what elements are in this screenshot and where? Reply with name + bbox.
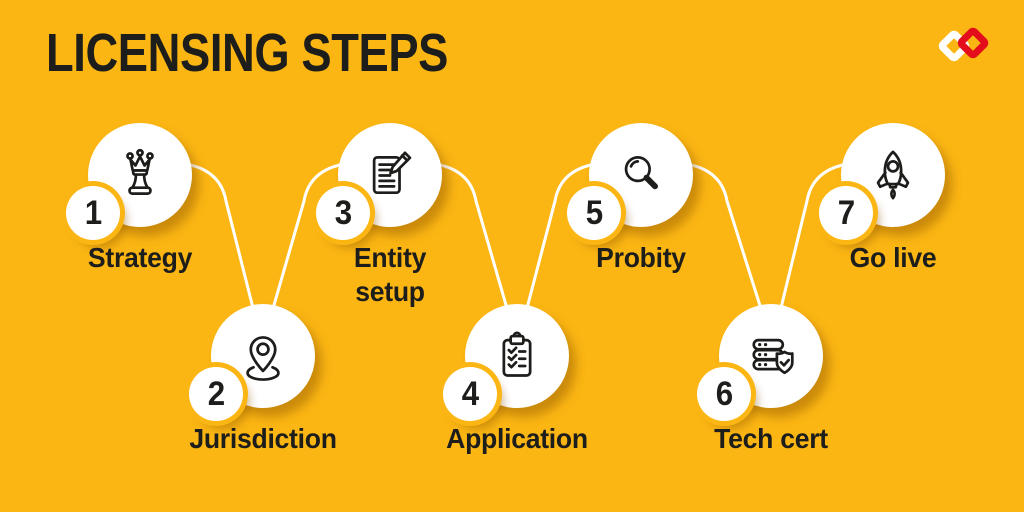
step-label: Strategy bbox=[87, 242, 193, 273]
rocket-icon bbox=[864, 146, 922, 204]
server-shield-icon bbox=[742, 327, 800, 385]
step-number: 1 bbox=[84, 193, 102, 232]
page-title: LICENSING STEPS bbox=[46, 23, 449, 83]
step-number: 6 bbox=[715, 374, 733, 413]
step-number-badge: 1 bbox=[66, 186, 120, 240]
location-pin-icon bbox=[234, 327, 292, 385]
step-icon-circle bbox=[338, 123, 442, 227]
step-label: Application bbox=[446, 423, 588, 454]
step-icon-circle bbox=[211, 304, 315, 408]
step-label: Jurisdiction bbox=[189, 423, 337, 454]
step-label: Probity bbox=[596, 242, 686, 273]
magnifying-glass-icon bbox=[612, 146, 670, 204]
step-number-badge: 3 bbox=[316, 186, 370, 240]
step-number-badge: 2 bbox=[189, 367, 243, 421]
clipboard-checklist-icon bbox=[488, 327, 546, 385]
step-number-badge: 4 bbox=[443, 367, 497, 421]
step-number-badge: 5 bbox=[567, 186, 621, 240]
step-icon-circle bbox=[88, 123, 192, 227]
step-label: Go live bbox=[849, 242, 937, 273]
step-number: 7 bbox=[837, 193, 855, 232]
step-label: Tech cert bbox=[714, 423, 828, 454]
chess-piece-icon bbox=[111, 146, 169, 204]
document-pencil-icon bbox=[361, 146, 419, 204]
interlocking-links-logo bbox=[938, 27, 989, 62]
step-number: 2 bbox=[207, 374, 225, 413]
step-number: 3 bbox=[334, 193, 352, 232]
step-number-badge: 7 bbox=[819, 186, 873, 240]
step-number-badge: 6 bbox=[697, 367, 751, 421]
step-number: 4 bbox=[461, 374, 479, 413]
step-number: 5 bbox=[585, 193, 603, 232]
step-label: Entity setup bbox=[353, 242, 427, 308]
logo-right-link bbox=[957, 27, 989, 59]
